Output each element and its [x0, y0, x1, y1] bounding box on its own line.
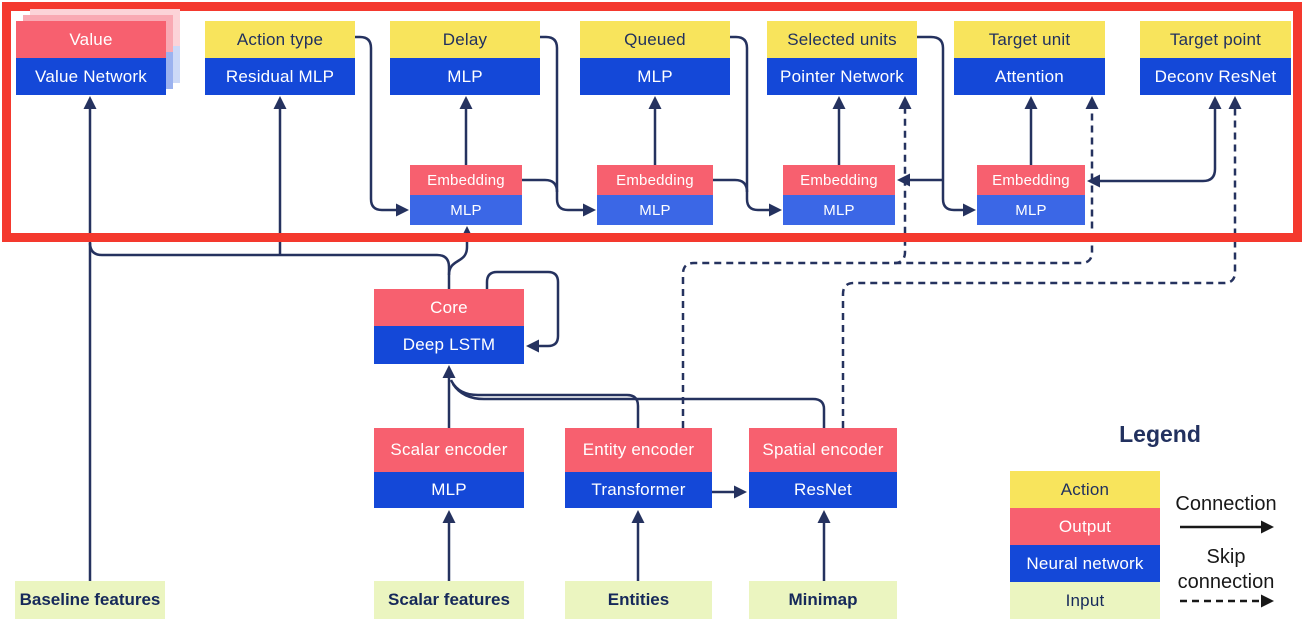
spatial-encoder-block: Spatial encoder ResNet	[749, 428, 897, 508]
highlight-border	[2, 2, 1302, 242]
spatial-encoder-network: ResNet	[749, 472, 897, 508]
legend-swatch-output: Output	[1010, 508, 1160, 545]
legend-title: Legend	[1119, 421, 1201, 447]
head-queued-action: Queued	[580, 21, 730, 58]
head-selected-units-action: Selected units	[767, 21, 917, 58]
head-target-unit-action: Target unit	[954, 21, 1105, 58]
arrowheads	[83, 96, 1242, 523]
solid-connections	[88, 35, 1217, 581]
legend-swatch-input: Input	[1010, 582, 1160, 619]
head-queued: Queued MLP	[580, 21, 730, 95]
embedding-3-network: MLP	[783, 195, 895, 225]
legend-output-label: Output	[1010, 508, 1160, 545]
head-selected-units-network: Pointer Network	[767, 58, 917, 95]
head-action-type: Action type Residual MLP	[205, 21, 355, 95]
head-selected-units: Selected units Pointer Network	[767, 21, 917, 95]
entity-encoder-block: Entity encoder Transformer	[565, 428, 712, 508]
legend-action-label: Action	[1010, 471, 1160, 508]
entity-encoder-label: Entity encoder	[565, 428, 712, 472]
embedding-2-network: MLP	[597, 195, 713, 225]
head-target-point: Target point Deconv ResNet	[1140, 21, 1291, 95]
value-network-label: Value Network	[16, 58, 166, 95]
entity-encoder-network: Transformer	[565, 472, 712, 508]
embedding-2-output: Embedding	[597, 165, 713, 195]
core-network-label: Deep LSTM	[374, 326, 524, 364]
legend-swatch-neural-network: Neural network	[1010, 545, 1160, 582]
embedding-3: Embedding MLP	[783, 165, 895, 225]
spatial-encoder-label: Spatial encoder	[749, 428, 897, 472]
embedding-4-output: Embedding	[977, 165, 1085, 195]
legend-input-label: Input	[1010, 582, 1160, 619]
embedding-4: Embedding MLP	[977, 165, 1085, 225]
head-action-type-network: Residual MLP	[205, 58, 355, 95]
skip-connections	[681, 109, 1237, 428]
legend-connection-label: Connection	[1175, 493, 1277, 515]
embedding-1: Embedding MLP	[410, 165, 522, 225]
scalar-encoder-block: Scalar encoder MLP	[374, 428, 524, 508]
embedding-1-network: MLP	[410, 195, 522, 225]
scalar-encoder-label: Scalar encoder	[374, 428, 524, 472]
value-head: Value Value Network	[16, 21, 166, 95]
head-target-unit: Target unit Attention	[954, 21, 1105, 95]
legend-neural-network-label: Neural network	[1010, 545, 1160, 582]
scalar-encoder-network: MLP	[374, 472, 524, 508]
head-delay-action: Delay	[390, 21, 540, 58]
core-output-label: Core	[374, 289, 524, 326]
head-target-unit-network: Attention	[954, 58, 1105, 95]
embedding-4-network: MLP	[977, 195, 1085, 225]
embedding-2: Embedding MLP	[597, 165, 713, 225]
legend-swatch-action: Action	[1010, 471, 1160, 508]
head-target-point-network: Deconv ResNet	[1140, 58, 1291, 95]
head-action-type-action: Action type	[205, 21, 355, 58]
embedding-1-output: Embedding	[410, 165, 522, 195]
legend-arrowheads	[1261, 520, 1274, 608]
embedding-3-output: Embedding	[783, 165, 895, 195]
input-minimap: Minimap	[749, 581, 897, 619]
head-queued-network: MLP	[580, 58, 730, 95]
head-delay: Delay MLP	[390, 21, 540, 95]
input-entities: Entities	[565, 581, 712, 619]
head-delay-network: MLP	[390, 58, 540, 95]
input-baseline-features: Baseline features	[15, 581, 165, 619]
input-scalar-features: Scalar features	[374, 581, 524, 619]
legend-skip-connection-label: Skip connection	[1177, 546, 1275, 593]
core-block: Core Deep LSTM	[374, 289, 524, 364]
value-output-label: Value	[16, 21, 166, 58]
head-target-point-action: Target point	[1140, 21, 1291, 58]
